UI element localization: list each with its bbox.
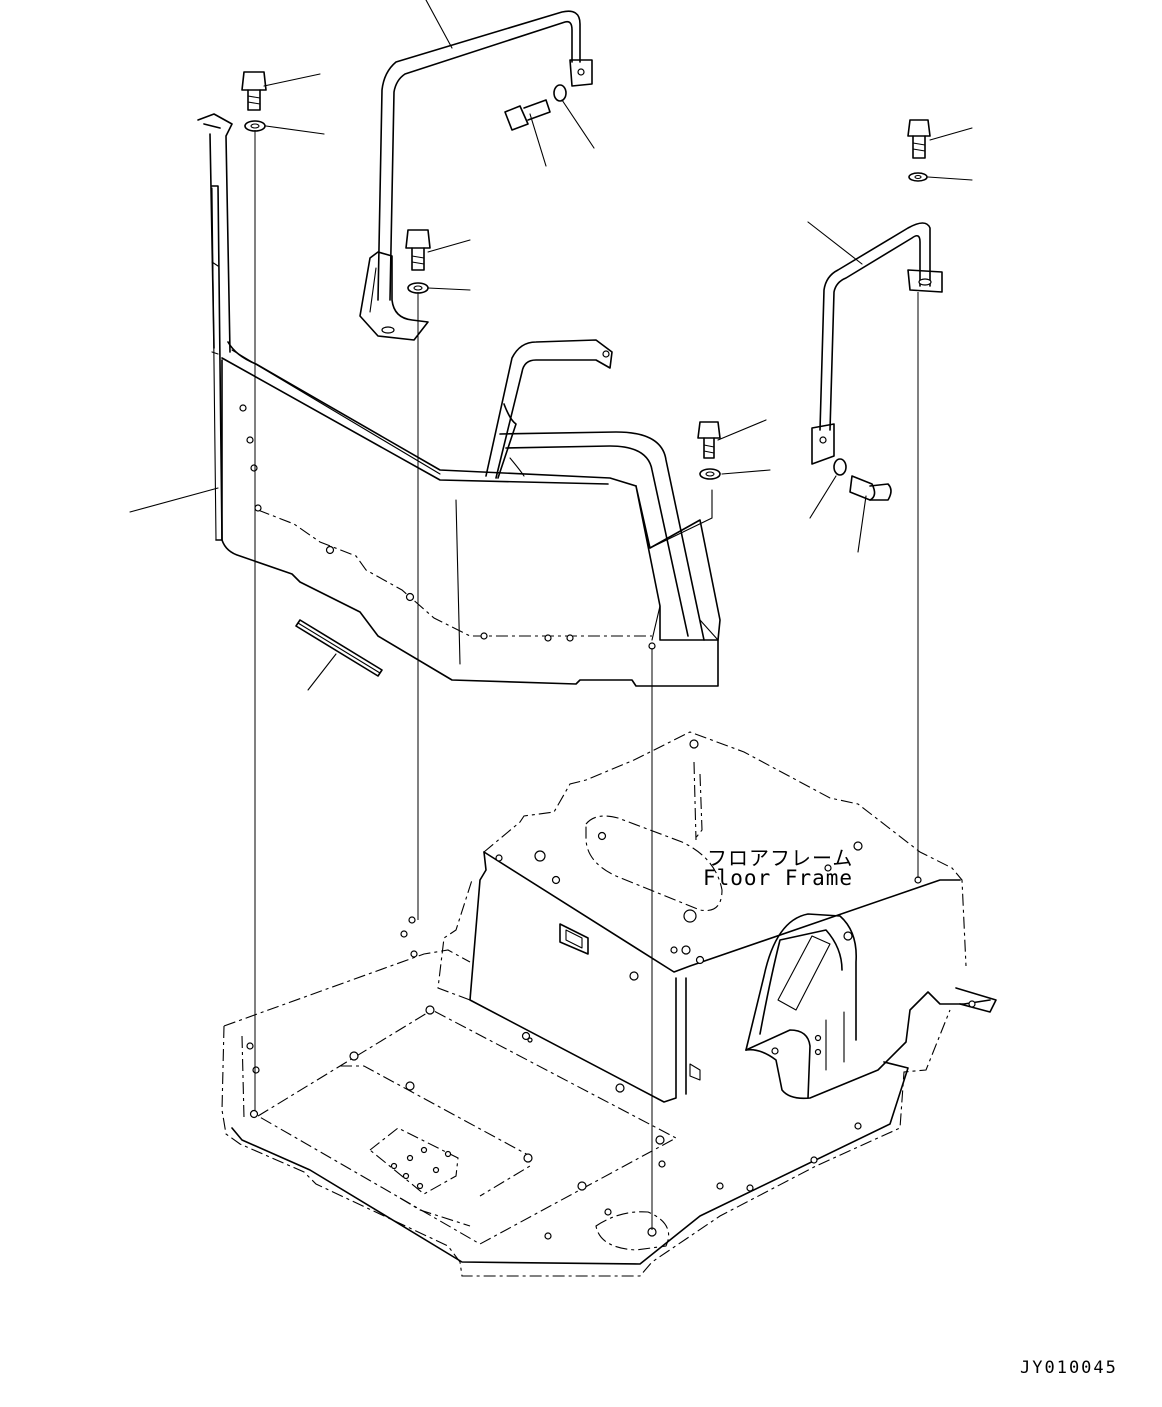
bolt-center-right bbox=[697, 421, 721, 459]
side-guard-panel bbox=[197, 113, 721, 687]
washer-mid-left bbox=[407, 282, 429, 294]
right-handrail bbox=[811, 222, 943, 465]
floor-frame-label-japanese: フロアフレーム bbox=[707, 846, 854, 870]
washer-right-lower bbox=[833, 458, 847, 476]
floor-frame bbox=[221, 731, 997, 1277]
drawing-code: JY010045 bbox=[1020, 1358, 1118, 1378]
washer-top-left bbox=[244, 120, 266, 132]
washer-top-right bbox=[908, 172, 928, 182]
bolt-top-center bbox=[504, 99, 551, 131]
bolt-right-lower bbox=[849, 475, 892, 501]
alignment-lines bbox=[254, 130, 919, 1230]
washer-center-right bbox=[699, 468, 721, 480]
left-handrail bbox=[359, 10, 593, 341]
rubber-strip bbox=[295, 619, 383, 677]
floor-frame-label-english: Floor Frame bbox=[703, 866, 854, 890]
bolt-top-right bbox=[907, 119, 931, 159]
washer-top-center bbox=[553, 84, 567, 102]
grab-handle bbox=[485, 339, 705, 641]
leader-lines bbox=[129, 0, 973, 691]
bolt-mid-left bbox=[405, 229, 431, 271]
bolt-top-left bbox=[241, 71, 267, 111]
